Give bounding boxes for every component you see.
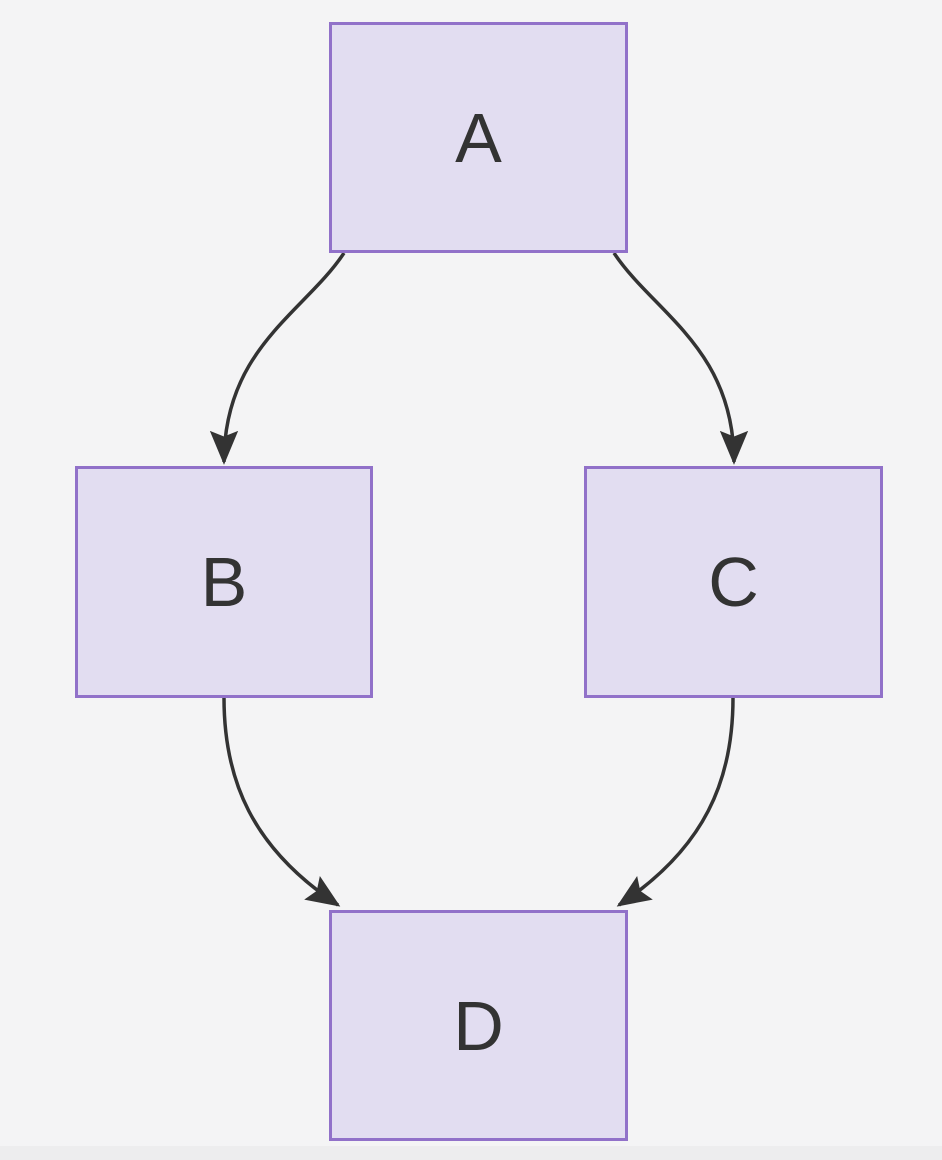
edge-A-C xyxy=(612,252,749,465)
node-B: B xyxy=(75,466,373,698)
node-D: D xyxy=(329,910,628,1141)
node-D-label: D xyxy=(453,986,504,1065)
edge-B-D xyxy=(222,697,341,907)
node-B-label: B xyxy=(200,543,248,621)
edge-C-D xyxy=(616,697,735,907)
page-bottom-gutter xyxy=(0,1146,942,1160)
edge-A-B xyxy=(209,252,346,465)
node-A-label: A xyxy=(455,98,502,177)
node-C: C xyxy=(584,466,883,698)
node-C-label: C xyxy=(708,543,759,621)
node-A: A xyxy=(329,22,628,253)
